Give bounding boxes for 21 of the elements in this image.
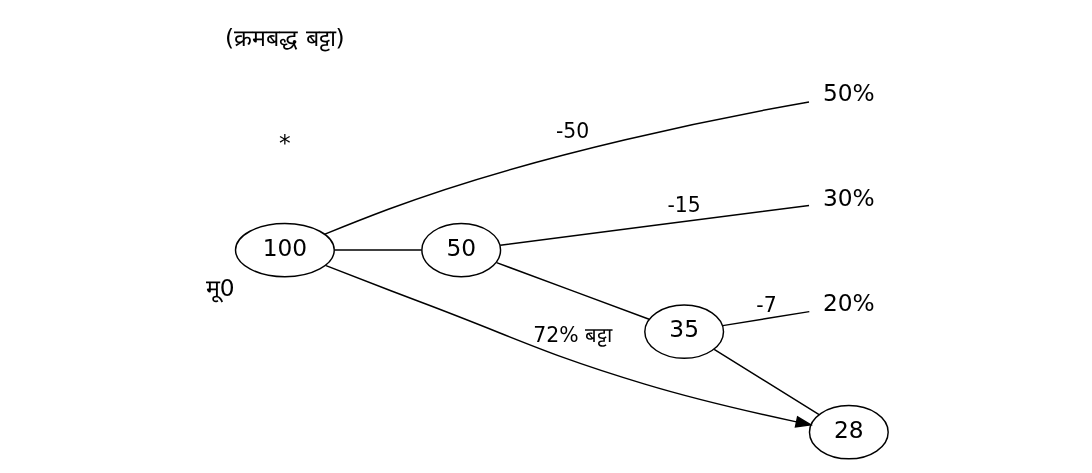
node-ellipse: 100 bbox=[234, 222, 335, 278]
connector bbox=[495, 261, 650, 320]
node-text: 50% bbox=[822, 79, 875, 107]
arrow bbox=[324, 264, 813, 428]
connector bbox=[323, 101, 810, 235]
edge-label: -15 bbox=[667, 193, 701, 218]
node-text: 30% bbox=[822, 184, 875, 212]
edge-label: -50 bbox=[555, 119, 589, 144]
node-ellipse: 35 bbox=[643, 304, 724, 360]
node-ellipse: 50 bbox=[420, 222, 501, 278]
label: (क्रमबद्ध बट्टा) bbox=[224, 23, 345, 51]
label: * bbox=[278, 128, 291, 156]
node-label: मू0 bbox=[205, 273, 235, 301]
connector bbox=[333, 249, 422, 251]
node-text: 20% bbox=[822, 288, 875, 316]
connector bbox=[712, 348, 820, 416]
edge-label: 72% बट्टा bbox=[532, 323, 612, 348]
node-ellipse: 28 bbox=[808, 404, 889, 460]
edge-label: -7 bbox=[755, 292, 777, 317]
connector bbox=[499, 204, 810, 246]
connector bbox=[721, 310, 810, 327]
